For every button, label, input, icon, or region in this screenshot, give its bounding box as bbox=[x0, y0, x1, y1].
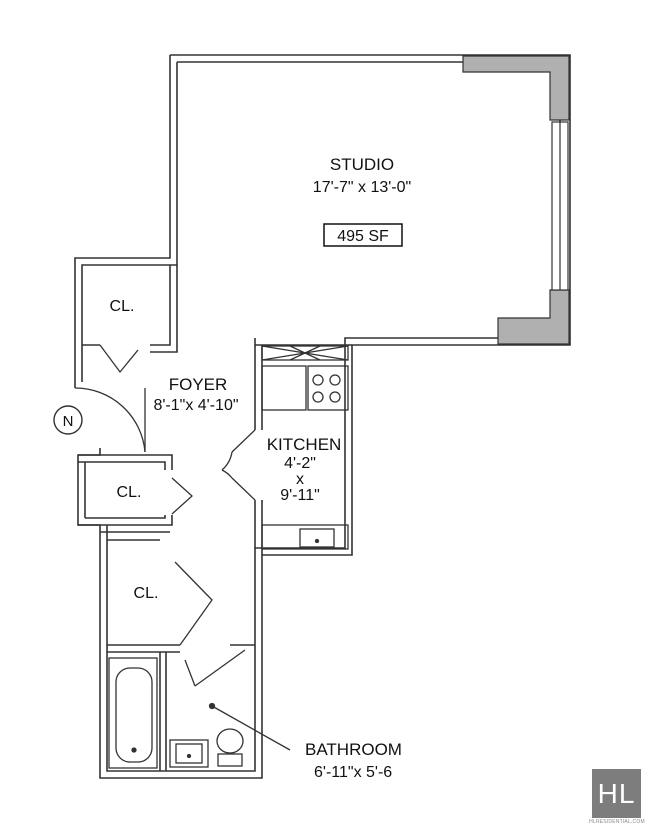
brand-logo: HL bbox=[592, 769, 641, 818]
closet-label-top: CL. bbox=[110, 298, 135, 315]
door-swings bbox=[74, 344, 256, 687]
studio-label: STUDIO bbox=[330, 155, 394, 174]
kitchen-times: x bbox=[296, 471, 304, 488]
bathroom-dimensions: 6'-11"x 5'-6 bbox=[314, 764, 392, 781]
interior-walls bbox=[78, 265, 352, 771]
structural-columns bbox=[462, 55, 570, 345]
kitchen-width: 4'-2" bbox=[284, 455, 316, 472]
closet-label-lower: CL. bbox=[134, 585, 159, 602]
area-box bbox=[323, 223, 403, 247]
bathroom-label: BATHROOM bbox=[305, 740, 402, 759]
north-compass: N bbox=[53, 405, 83, 435]
bathroom-fixtures bbox=[108, 657, 291, 769]
studio-area: 495 SF bbox=[337, 228, 389, 245]
foyer-dimensions: 8'-1"x 4'-10" bbox=[153, 397, 238, 414]
kitchen-label: KITCHEN bbox=[267, 435, 342, 454]
studio-dimensions: 17'-7" x 13'-0" bbox=[313, 179, 411, 196]
window bbox=[551, 121, 569, 291]
compass-label: N bbox=[63, 413, 74, 430]
brand-url: HLRESIDENTIAL.COM bbox=[589, 819, 645, 825]
outer-walls bbox=[74, 54, 571, 779]
closet-label-middle: CL. bbox=[117, 484, 142, 501]
foyer-label: FOYER bbox=[169, 375, 228, 394]
kitchen-length: 9'-11" bbox=[280, 487, 320, 504]
kitchen-fixtures bbox=[261, 345, 349, 550]
